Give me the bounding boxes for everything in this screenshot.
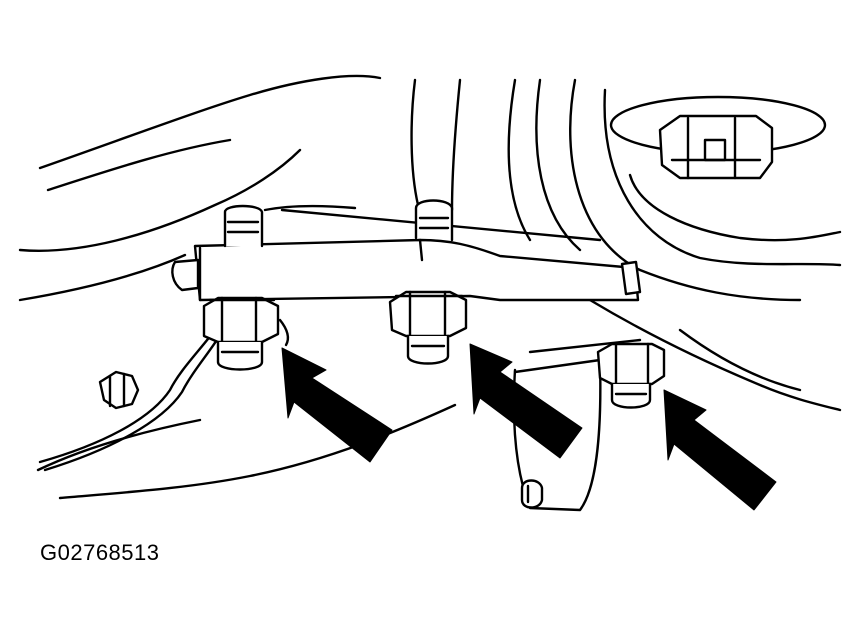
bolt-left	[202, 296, 280, 371]
wire-harness	[38, 318, 290, 472]
bolt-center	[388, 290, 468, 365]
small-nut	[98, 370, 140, 410]
bracket-studs	[223, 199, 454, 248]
figure-id-label: G02768513	[40, 540, 160, 565]
arrow-icon	[281, 347, 393, 463]
sensor-fitting	[609, 95, 827, 180]
arrow-icon	[663, 389, 777, 511]
bolt-right	[596, 342, 666, 409]
body-contour-lines	[18, 74, 842, 500]
lower-bracket	[512, 338, 642, 512]
arrow-icon	[469, 343, 583, 459]
exploded-mount-diagram	[18, 74, 842, 512]
